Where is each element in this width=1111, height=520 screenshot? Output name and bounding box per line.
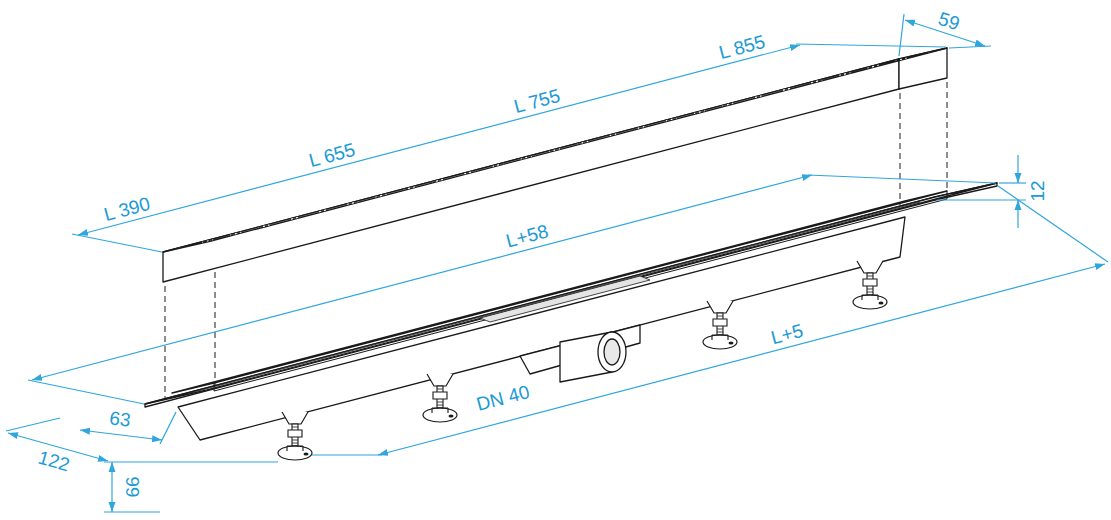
dimension-lines (6, 14, 1108, 512)
dimension-label: L 390 (100, 192, 155, 225)
dimension-label: L 755 (510, 84, 565, 117)
dimension-label: 63 (106, 407, 134, 431)
dimension-label: DN 40 (472, 381, 533, 416)
dimension-label: 122 (34, 446, 74, 476)
dimension-label: 12 (1027, 178, 1048, 203)
dimension-label: L 855 (715, 30, 770, 63)
dimension-label: L+5 (767, 319, 807, 349)
dimension-label: 66 (122, 474, 143, 499)
dimension-label: L+58 (502, 220, 553, 252)
dimension-label: L 655 (305, 138, 360, 171)
channel (145, 183, 997, 440)
dimension-label: 59 (934, 7, 964, 35)
